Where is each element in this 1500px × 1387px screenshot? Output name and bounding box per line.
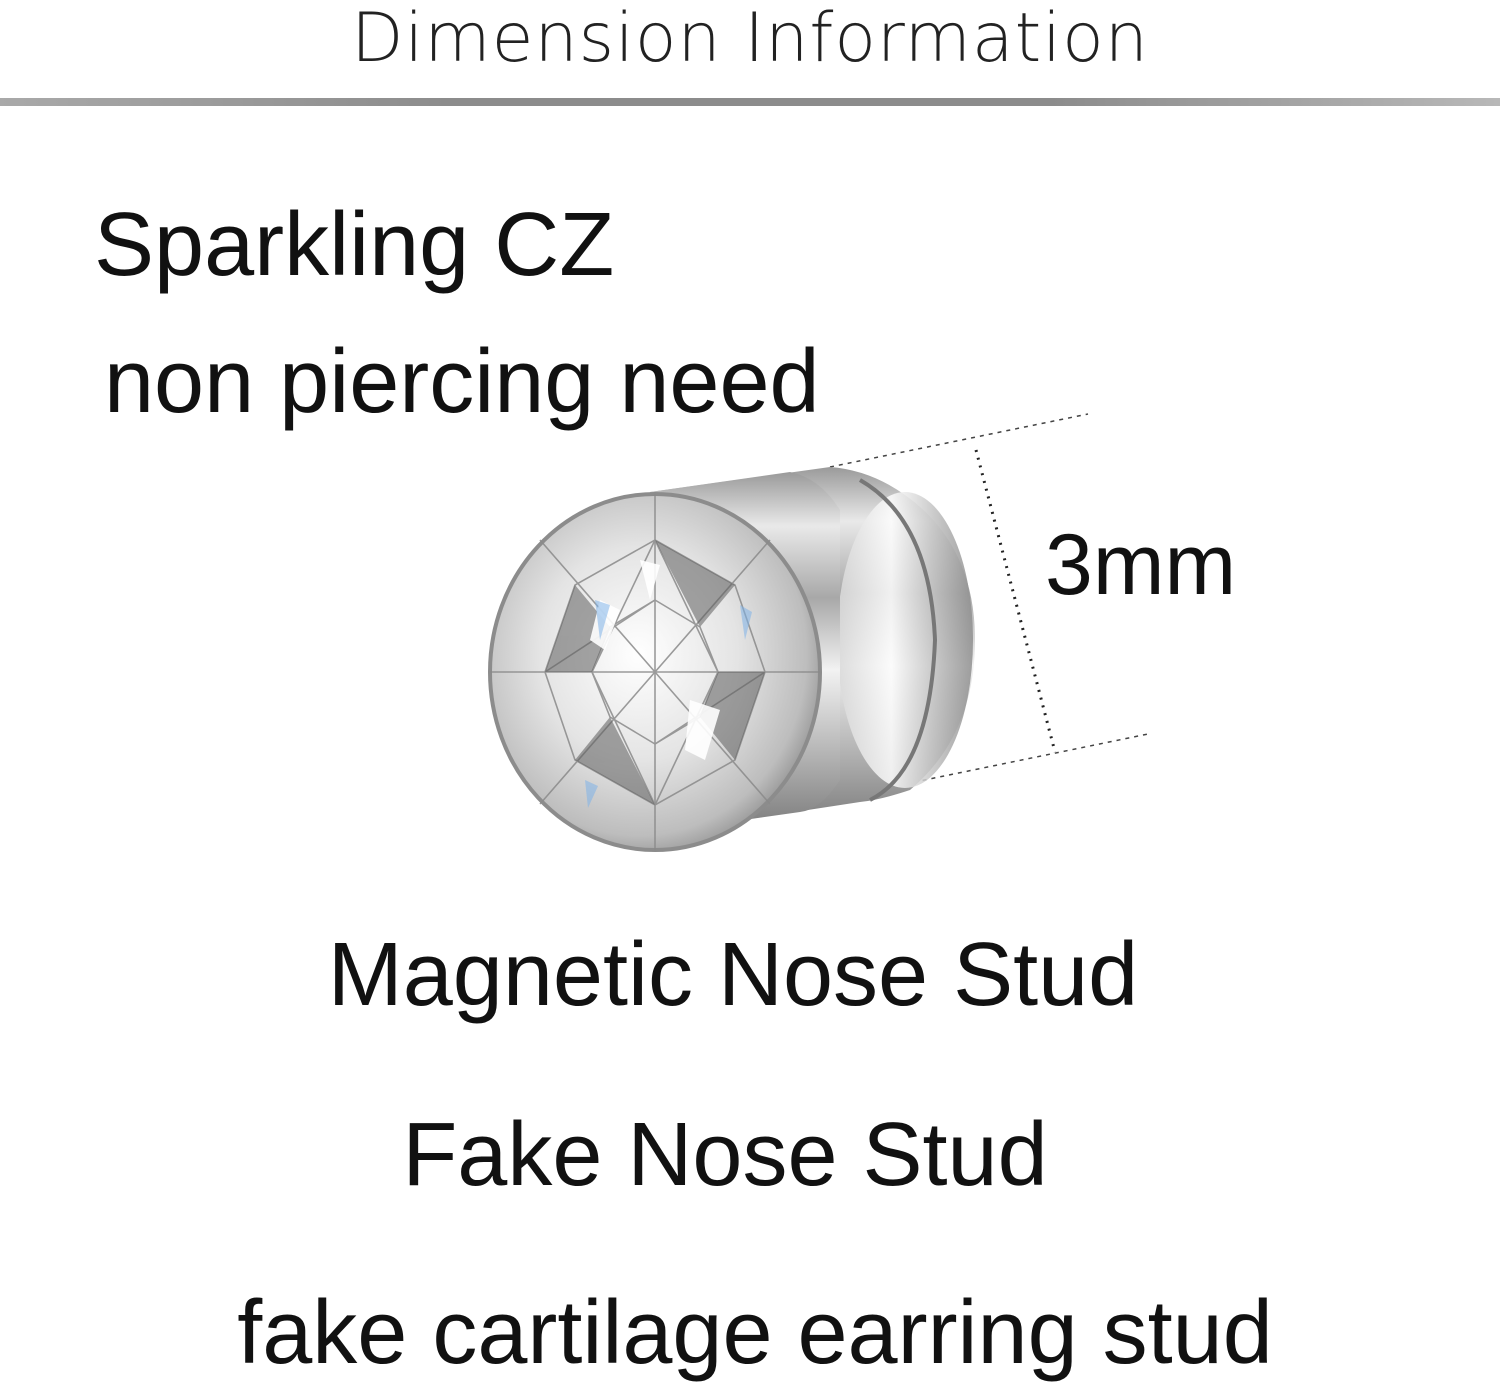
feature-non-piercing: non piercing need [104,332,820,432]
caption-fake-nose-stud: Fake Nose Stud [402,1105,1048,1205]
header-divider [0,98,1500,106]
dimension-label: 3mm [1045,517,1237,613]
feature-sparkling-cz: Sparkling CZ [94,195,615,295]
caption-magnetic-nose-stud: Magnetic Nose Stud [327,925,1139,1025]
caption-fake-cartilage-stud: fake cartilage earring stud [237,1283,1273,1383]
dimension-line [974,449,1057,753]
page-title: Dimension Information [351,0,1149,78]
extension-line-top [829,413,1089,468]
cz-crystal [488,492,822,852]
